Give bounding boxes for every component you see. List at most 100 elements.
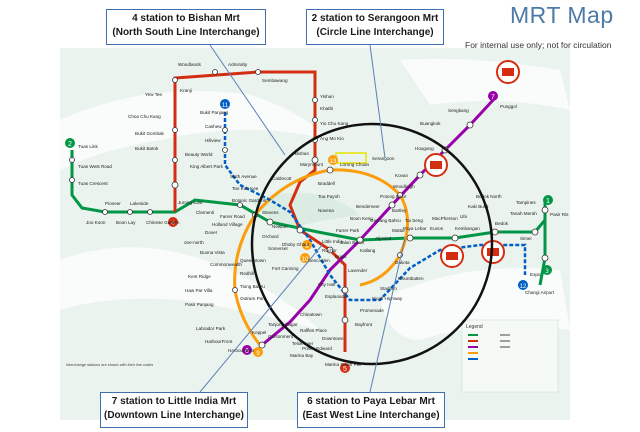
station-label: Labrador Park [196,326,226,331]
station-label: Bugis [335,254,347,259]
legend-title: Legend [466,324,483,330]
line-badge-label: 6 [245,348,249,355]
station-label: Lorong Chuan [340,162,370,167]
property-marker-sengkang[interactable] [424,153,448,177]
station-label: Clementi [196,210,214,215]
station-label: Buangkok [420,121,441,126]
north-east-line[interactable] [261,96,497,347]
station-label: Hougang [415,146,434,151]
station-label: Geylang Bahru [370,218,401,223]
station-label: Bukit Panjang [200,110,229,115]
downtown-line[interactable] [223,112,527,302]
station-label: Marymount [300,162,324,167]
station-label: Paya Lebar [403,226,427,231]
station-label: Bukit Batok [135,146,159,151]
station-label: Bedok [495,221,509,226]
line-badge-label: 7 [491,94,495,101]
east-west-line[interactable] [70,150,547,286]
station-label: Tuas West Road [78,164,112,169]
line-badge-label: 11 [222,103,229,109]
station-label: Outram Park [240,296,267,301]
station-label: MacPherson [432,216,458,221]
station-label: Mountbatten [398,276,424,281]
station-label: Bencoolen [308,258,330,263]
station-label: Yishun [320,94,334,99]
line-badge-12: 12 [518,280,528,290]
station-label: Botanic Gardens [232,198,267,203]
station-label: Simei [520,236,532,241]
station-label: Tuas Link [78,144,98,149]
callout-line1: 7 station to Little India Mrt [111,396,237,407]
station-label: Pioneer [105,201,121,206]
station-label: Woodleigh [393,184,415,189]
callout-line1: 2 station to Serangoon Mrt [311,13,439,24]
callout-line2: (Circle Line Interchange) [316,27,434,38]
station-label: Sixth Avenue [230,174,257,179]
station-label: Esplanade [325,294,347,299]
station-label: Kovan [395,173,408,178]
line-badge-8: 8 [302,240,312,250]
station-label: Tai Seng [405,218,423,223]
station-label: Newton [272,224,288,229]
catchment-radius-circle [250,122,494,366]
station-label: Nicoll Highway [372,296,403,301]
line-badge-label: 10 [302,257,309,263]
callout-line1: 4 station to Bishan Mrt [132,13,240,24]
building-icon [430,161,442,169]
line-badge-ne: 7 [488,91,498,101]
station-label: Kranji [180,88,192,93]
station-label: Pasir Panjang [185,302,214,307]
station-label: Yio Chu Kang [320,121,349,126]
building-icon [487,248,499,256]
station-label: Woodlands [178,62,202,67]
station-label: Bartley [392,208,407,213]
map-sea-swirl [400,58,570,110]
station-label: Joo Koon [86,220,106,225]
line-badge-label: 4 [171,221,175,227]
station-label: Buona Vista [200,250,225,255]
station-label: Commonwealth [210,262,242,267]
station-label: Caldecott [272,176,292,181]
station-label: Mattar [392,228,405,233]
station-label: Cashew [205,124,222,129]
station-label: Holland Village [212,222,243,227]
callout-arrow-serangoon [369,44,386,159]
station-label: Bayfront [355,322,373,327]
station-label: Pasir Ris [550,212,569,217]
station-label: one-north [184,240,204,245]
line-badge-label: 1 [546,198,550,205]
station-label: Bedok North [476,194,502,199]
station-label: Jalan Besar [340,240,365,245]
line-badge-label: 12 [520,284,527,290]
station-label: Expo [530,272,541,277]
line-badge-label: 2 [68,141,72,148]
station-label: Braddell [318,181,335,186]
line-badge-label: 3 [545,269,549,275]
station-label: Changi Airport [525,290,555,295]
station-label: Eunos [430,226,444,231]
line-badge-9: 9 [253,347,263,357]
station-label: Tiong Bahru [240,284,265,289]
property-marker-paya-lebar[interactable] [440,244,464,268]
callout-line2: (North South Line Interchange) [112,27,260,38]
line-badge-3: 3 [542,265,552,275]
station-label: Haw Par Villa [185,288,213,293]
property-marker-punggol[interactable] [496,60,520,84]
line-badge-label: 8 [305,244,309,250]
station-label: Punggol [500,104,517,109]
station-label: Tan Kah Kee [232,186,259,191]
line-badge-label: 5 [343,366,347,373]
station-label: Bukit Gombak [135,131,165,136]
callout-line1: 6 station to Paya Lebar Mrt [307,396,435,407]
station-label: Farrer Park [336,228,360,233]
station-label: Aljunied [375,236,392,241]
north-south-line[interactable] [173,70,347,352]
line-badge-4: 4 [168,217,178,227]
station-label: Admiralty [228,62,248,67]
station-label: Tampines [516,200,536,205]
map-footnote: Interchange stations are shown with thei… [66,363,153,367]
station-label: Ubi [460,214,467,219]
callout-little-india: 7 station to Little India Mrt (Downtown … [100,392,248,428]
